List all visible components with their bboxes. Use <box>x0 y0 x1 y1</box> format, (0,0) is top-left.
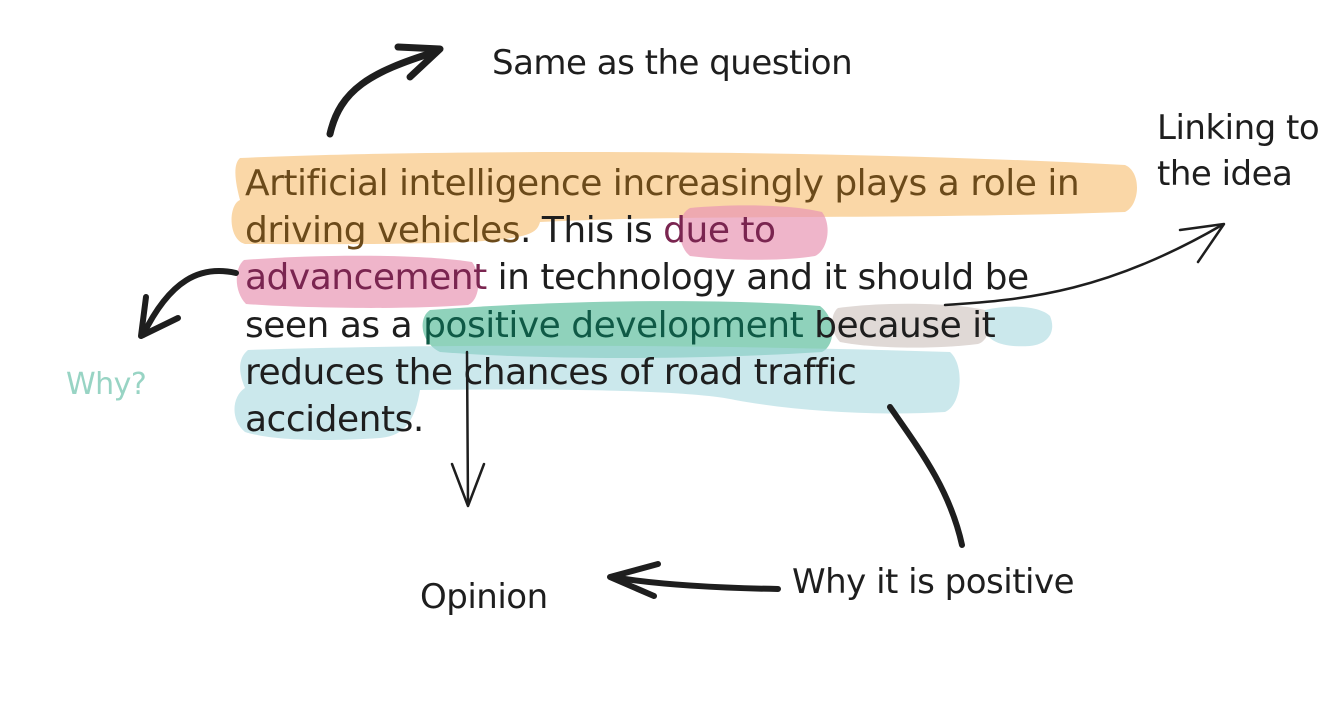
essay-line-4-positive: positive development <box>423 305 804 346</box>
essay-line-3-plain: in technology and it should be <box>486 257 1030 298</box>
arrow-head-why <box>138 294 181 339</box>
highlight-orange <box>231 152 1138 245</box>
essay-line-4-plain: seen as a <box>245 305 424 346</box>
annotation-same-as-question: Same as the question <box>492 43 853 83</box>
arrow-to-why <box>140 268 239 338</box>
essay-line-2-highlight: driving vehicles <box>245 210 521 251</box>
annotation-why: Why? <box>66 367 147 402</box>
highlight-gray <box>832 303 990 348</box>
annotation-linking-line-1: Linking to <box>1157 108 1320 148</box>
arrow-head-opinion <box>450 462 486 508</box>
arrow-to-same-as-question <box>326 48 439 138</box>
essay-line-3-advancement: advancement <box>245 257 487 298</box>
essay-line-4: seen as a positive development because i… <box>245 305 996 346</box>
annotation-linking-line-2: the idea <box>1157 154 1293 194</box>
essay-line-3: advancement in technology and it should … <box>245 260 1029 296</box>
essay-line-1: Artificial intelligence increasingly pla… <box>245 163 1080 204</box>
highlight-blue <box>234 306 1053 440</box>
connector-why-positive <box>887 404 965 548</box>
arrow-to-linking <box>943 223 1224 307</box>
arrow-to-opinion <box>465 350 470 507</box>
essay-line-2: driving vehicles. This is due to <box>245 213 776 249</box>
essay-line-5: reduces the chances of road traffic <box>245 352 857 393</box>
arrow-to-opinion-from-reason <box>609 574 781 592</box>
essay-line-4-because: because it <box>803 305 996 346</box>
essay-line-6: accidents. <box>245 399 424 440</box>
essay-line-2-due-to: due to <box>663 210 776 251</box>
highlight-green <box>422 301 833 358</box>
essay-line-2-plain: . This is <box>520 210 664 251</box>
arrow-head-opinion-from-reason <box>607 561 661 599</box>
annotation-opinion: Opinion <box>420 577 548 617</box>
arrow-head-linking <box>1178 222 1226 264</box>
highlight-pink-2 <box>236 255 479 308</box>
arrow-head-same-as-question <box>394 43 444 81</box>
highlight-pink-1 <box>679 205 828 260</box>
annotation-why-positive: Why it is positive <box>792 562 1075 602</box>
